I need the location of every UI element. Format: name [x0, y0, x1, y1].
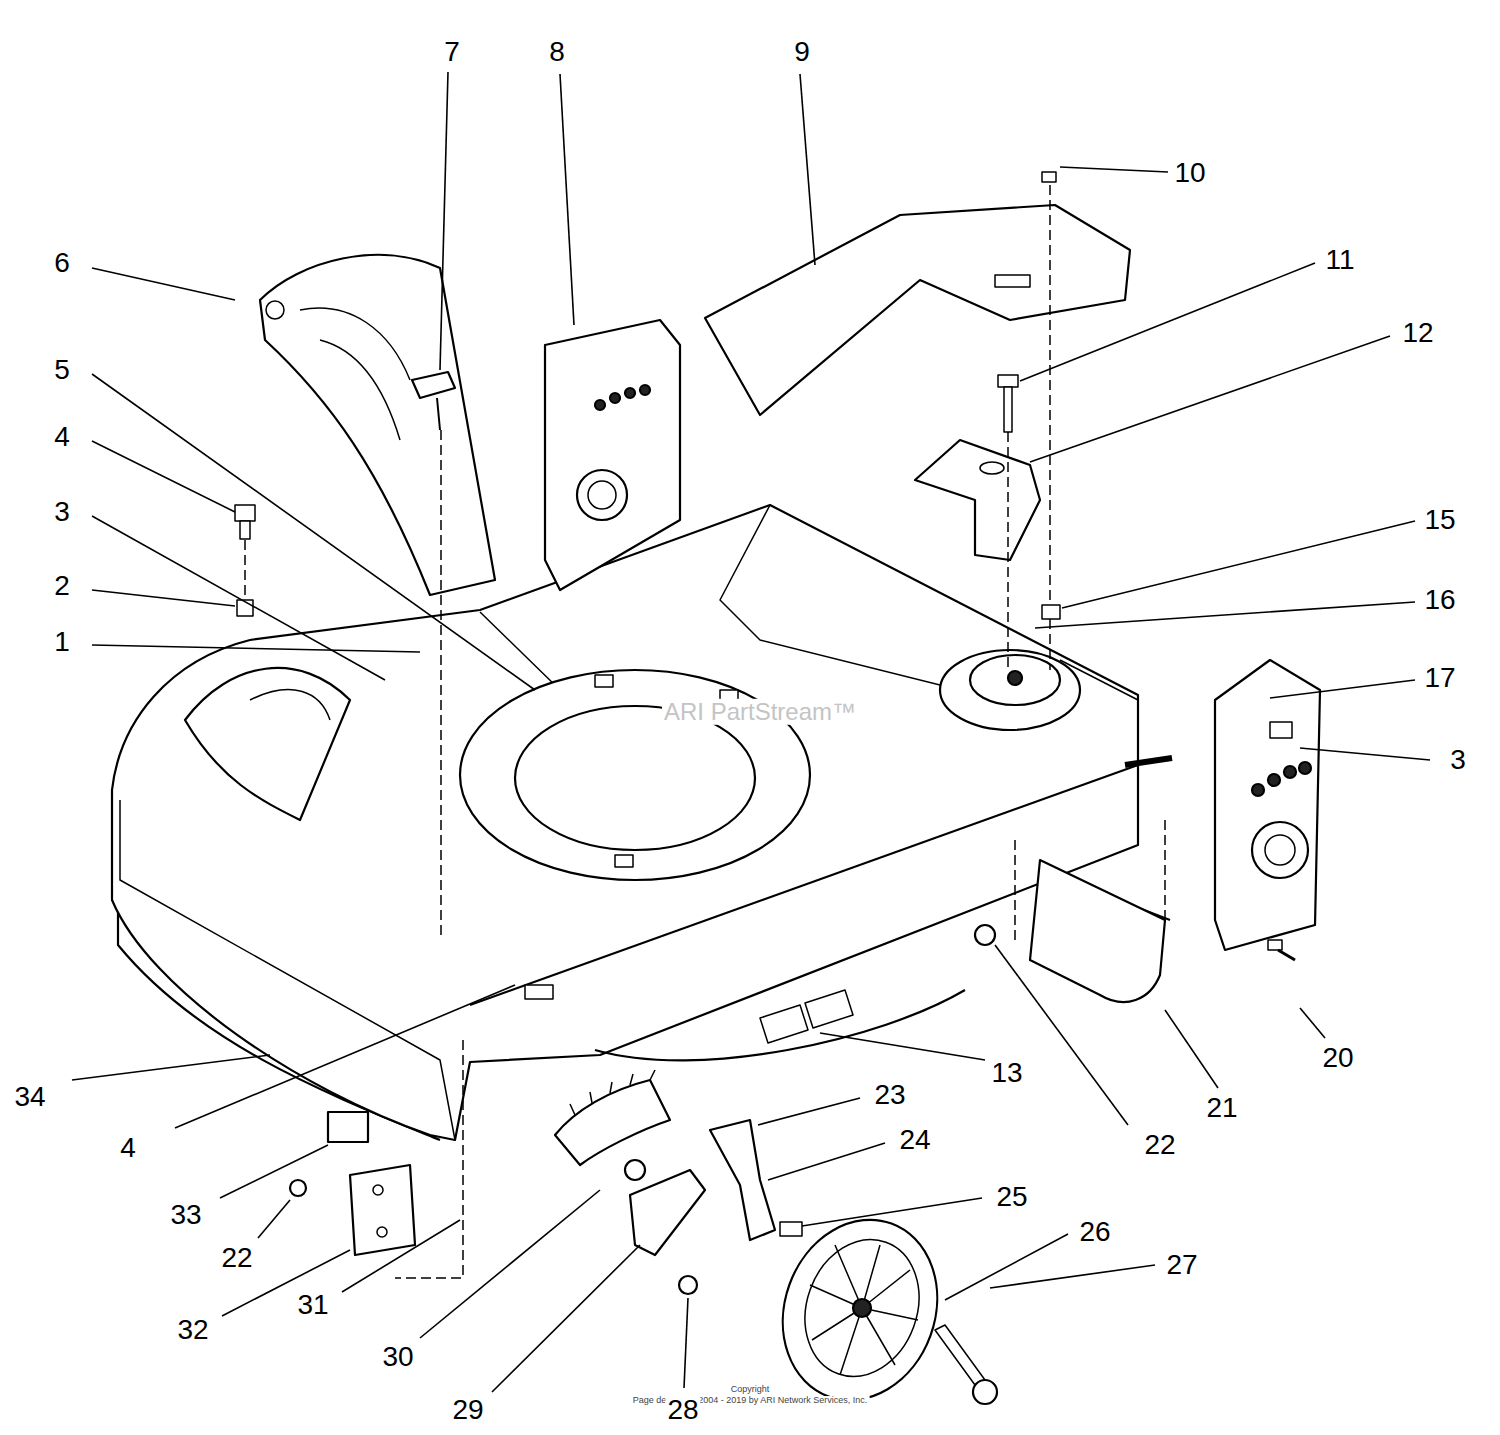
callout-number: 26 — [1077, 1217, 1112, 1248]
watermark: ARI PartStream™ — [662, 699, 858, 725]
callout-number: 4 — [52, 422, 72, 453]
callout-number: 25 — [994, 1182, 1029, 1213]
callout-number: 32 — [175, 1315, 210, 1346]
plate — [350, 1165, 415, 1255]
bearing — [577, 470, 627, 520]
bolt — [780, 1222, 802, 1236]
side-plate — [545, 320, 680, 590]
callout-number: 29 — [450, 1395, 485, 1426]
callout-number: 17 — [1422, 663, 1457, 694]
callout-number: 3 — [1448, 745, 1468, 776]
hole — [266, 301, 284, 319]
callout-number: 10 — [1172, 158, 1207, 189]
bracket — [915, 440, 1040, 560]
callout-number: 30 — [380, 1342, 415, 1373]
chute-opening — [185, 668, 350, 820]
wheel-hub — [786, 1223, 937, 1392]
callout-number: 9 — [792, 37, 812, 68]
pulley-hub — [1008, 671, 1022, 685]
callout-number: 22 — [219, 1243, 254, 1274]
slot — [525, 985, 553, 999]
callout-number: 3 — [52, 497, 72, 528]
decal — [760, 1005, 808, 1043]
callout-number: 21 — [1204, 1093, 1239, 1124]
callout-number: 34 — [12, 1082, 47, 1113]
top-cover — [705, 205, 1130, 415]
washer — [625, 1160, 645, 1180]
chute-cover — [260, 255, 495, 595]
callout-number: 33 — [168, 1200, 203, 1231]
callout-number: 31 — [295, 1290, 330, 1321]
callout-number: 12 — [1400, 318, 1435, 349]
callout-number: 2 — [52, 571, 72, 602]
motor-opening — [515, 706, 755, 850]
height-gear — [555, 1080, 670, 1165]
callout-number: 28 — [665, 1395, 700, 1426]
callout-number: 5 — [52, 355, 72, 386]
callout-number: 8 — [547, 37, 567, 68]
nut — [290, 1180, 306, 1196]
callout-number: 23 — [872, 1080, 907, 1111]
side-plate — [1215, 660, 1320, 950]
callout-number: 4 — [118, 1133, 138, 1164]
clip — [328, 1112, 368, 1142]
deck-edge — [595, 990, 965, 1060]
pulley — [940, 650, 1080, 730]
mower-deck — [112, 505, 1138, 1140]
tab — [615, 855, 633, 867]
axle-bracket — [1030, 860, 1165, 1002]
pulley — [970, 655, 1060, 705]
bearing — [1265, 835, 1295, 865]
callout-number: 11 — [1323, 245, 1356, 276]
callout-number: 1 — [52, 627, 72, 658]
bolt — [1004, 387, 1012, 432]
bolt — [235, 505, 255, 521]
chute-rib — [300, 308, 410, 440]
bearing — [588, 481, 616, 509]
height-bracket — [630, 1170, 705, 1255]
decal — [805, 990, 853, 1028]
bolt — [240, 521, 250, 539]
wheel — [758, 1198, 962, 1422]
spring-lever — [710, 1120, 775, 1240]
deck-edge — [120, 800, 455, 1140]
callout-number: 13 — [989, 1058, 1024, 1089]
callout-number: 27 — [1164, 1250, 1199, 1281]
callout-number: 15 — [1422, 505, 1457, 536]
bolt — [998, 375, 1018, 387]
slot — [995, 275, 1030, 287]
callout-number: 22 — [1142, 1130, 1177, 1161]
chute-edge — [250, 690, 330, 720]
tab — [595, 675, 613, 687]
leader-lines — [72, 72, 1430, 1392]
callout-number: 24 — [897, 1125, 932, 1156]
copyright-note: Copyright — [729, 1385, 772, 1395]
nut — [1042, 605, 1060, 619]
callout-number: 6 — [52, 248, 72, 279]
washer — [679, 1276, 697, 1294]
knob — [412, 372, 455, 398]
callout-number: 16 — [1422, 585, 1457, 616]
bolt-head — [973, 1380, 997, 1404]
callout-number: 7 — [442, 37, 462, 68]
callout-number: 20 — [1320, 1043, 1355, 1074]
bearing — [1252, 822, 1308, 878]
nut — [975, 925, 995, 945]
